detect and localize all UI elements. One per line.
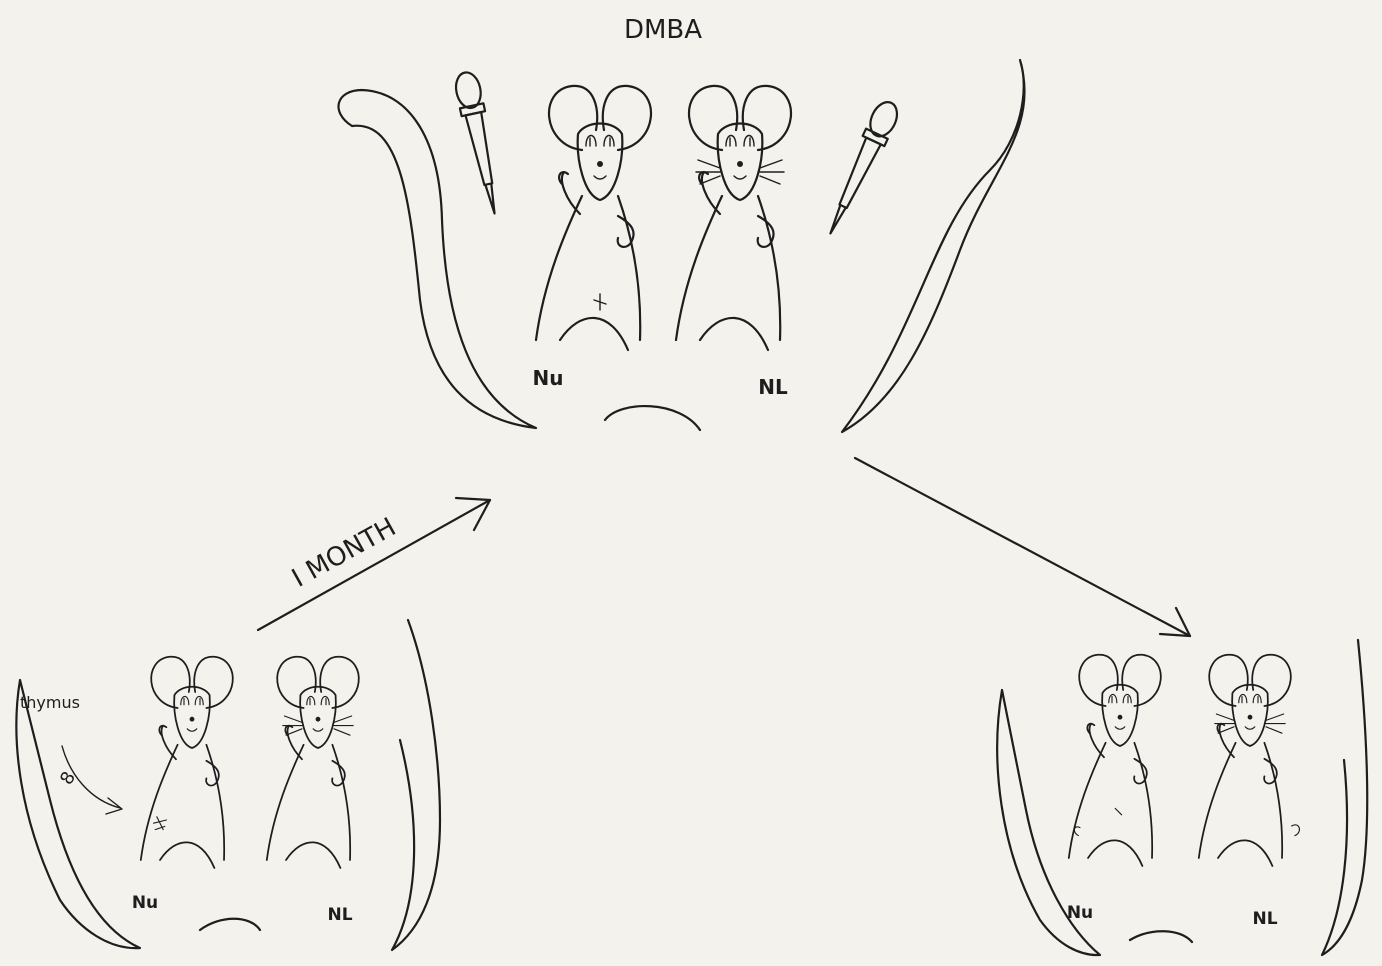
left-nu-label: Nu — [132, 893, 158, 913]
right-pair-right-tail — [1322, 640, 1367, 955]
right-joined-hips — [1130, 931, 1192, 942]
top-nu-label: Nu — [533, 366, 564, 390]
top-left-tail — [339, 90, 536, 428]
right-mouse-pair: Nu NL — [997, 640, 1367, 955]
right-nu-label: Nu — [1067, 903, 1093, 923]
arrow-icon-to-top: I MONTH — [258, 498, 490, 630]
right-nl-label: NL — [1252, 909, 1277, 929]
dropper-icon-left — [453, 70, 506, 216]
top-nude-mouse — [536, 86, 651, 350]
left-mouse-pair: thymus 8 Nu NL — [16, 620, 440, 950]
left-nl-label: NL — [327, 905, 352, 925]
graft-marker: 8 — [56, 768, 80, 788]
arrow-icon-to-right — [855, 458, 1190, 636]
top-normal-mouse — [676, 86, 791, 350]
dmba-label: DMBA — [624, 15, 702, 45]
right-nude-mouse — [1069, 655, 1161, 866]
left-pair-right-tail — [392, 620, 440, 950]
left-normal-mouse — [267, 657, 359, 868]
dropper-icon-right — [820, 98, 903, 239]
top-nl-label: NL — [758, 375, 788, 399]
top-joined-hips — [605, 406, 700, 430]
thymus-label: thymus — [20, 693, 80, 712]
right-normal-mouse — [1199, 655, 1300, 866]
left-nude-mouse — [141, 657, 233, 868]
left-pair-left-tail — [16, 680, 140, 948]
top-right-tail — [842, 60, 1025, 432]
left-joined-hips — [200, 919, 260, 930]
top-mouse-pair: DMBA Nu NL — [339, 15, 1025, 432]
